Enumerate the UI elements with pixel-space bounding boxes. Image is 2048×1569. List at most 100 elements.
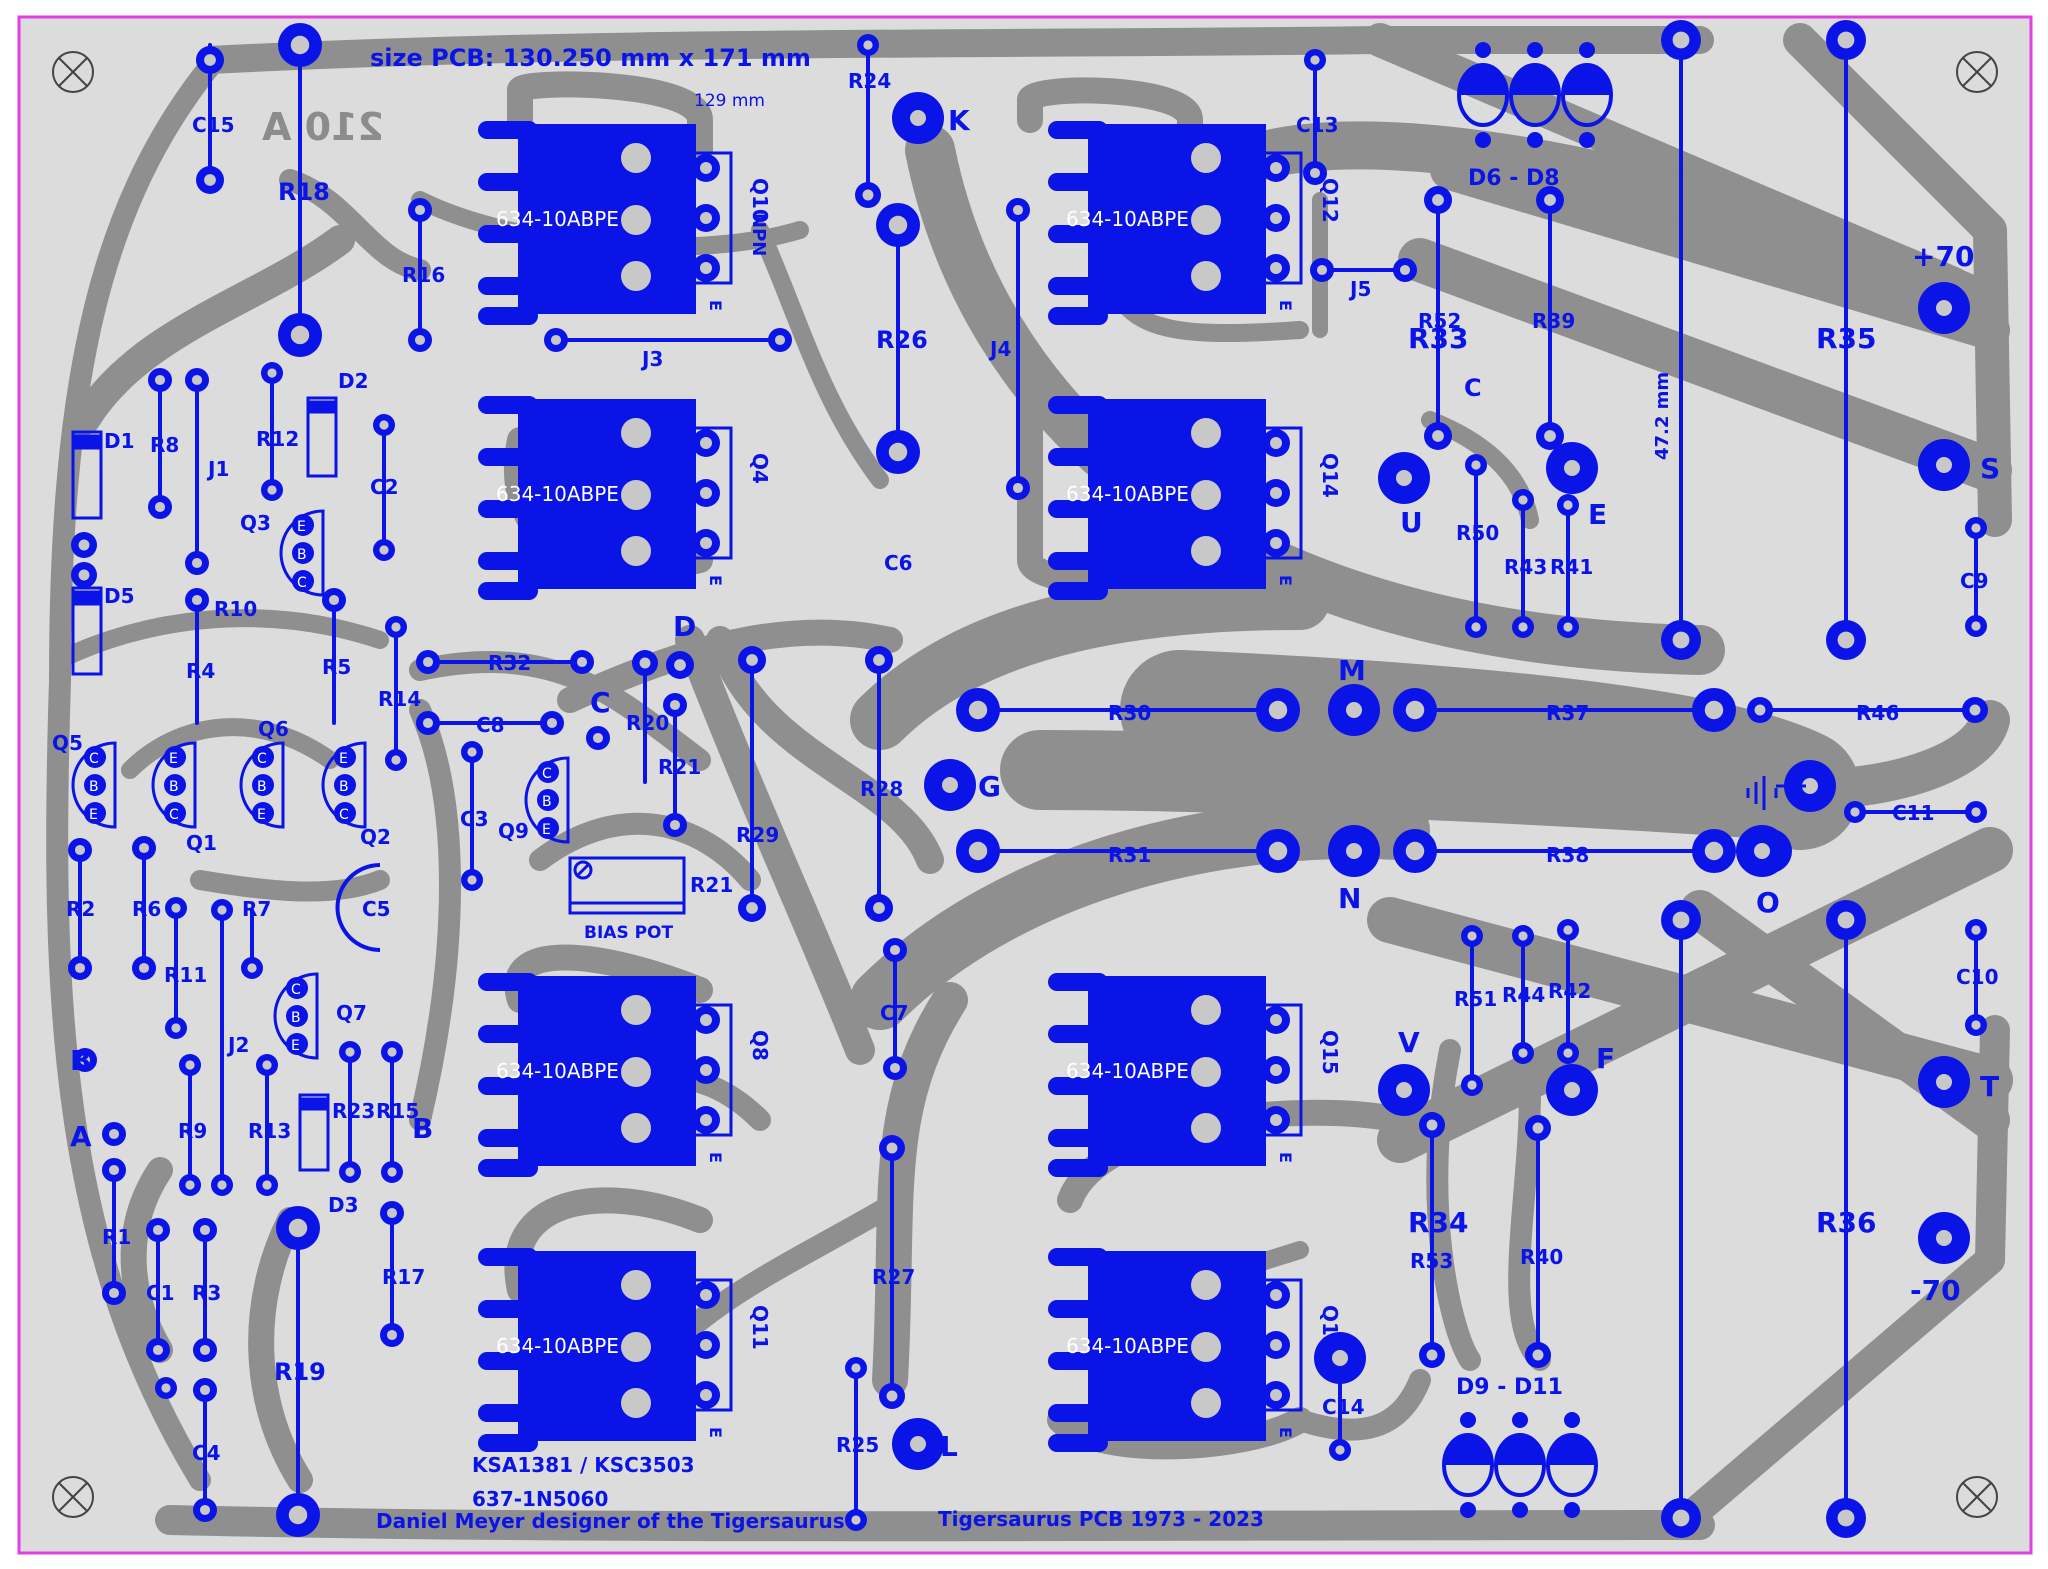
label-r5: R5 bbox=[322, 655, 351, 679]
label-j2: J2 bbox=[226, 1033, 249, 1057]
label-r27: R27 bbox=[872, 1265, 915, 1289]
label-q6: Q6 bbox=[258, 717, 289, 741]
label-c2: C2 bbox=[370, 475, 399, 499]
emitter-pin-label: E bbox=[1276, 575, 1295, 586]
silk-lines bbox=[78, 38, 1978, 1522]
label-r20: R20 bbox=[626, 711, 669, 735]
terminal-d-label: D bbox=[673, 610, 696, 643]
label-j4: J4 bbox=[988, 337, 1011, 361]
heatsink-part-label: 634-10ABPE bbox=[496, 482, 619, 506]
terminal-f-label: F bbox=[1596, 1042, 1615, 1075]
label-r44: R44 bbox=[1502, 983, 1545, 1007]
mounting-hole-bottom-right bbox=[1956, 1476, 1998, 1518]
label-r53: R53 bbox=[1410, 1249, 1453, 1273]
diode-group-d6-d8: D6 - D8 bbox=[1468, 166, 1560, 191]
diode-part-label: 637-1N5060 bbox=[472, 1487, 608, 1511]
label-d1: D1 bbox=[104, 429, 135, 453]
radial-diode bbox=[1494, 1412, 1546, 1518]
label-c9: C9 bbox=[1960, 569, 1989, 593]
radial-diode bbox=[1457, 42, 1509, 148]
heatsink-part-label: 634-10ABPE bbox=[1066, 482, 1189, 506]
terminal-l-label: L bbox=[940, 1430, 958, 1463]
silk-text: size PCB: 130.250 mm x 171 mm 129 mm 47.… bbox=[70, 44, 2000, 1533]
label-r32: R32 bbox=[488, 651, 531, 675]
terminal-v-label: V bbox=[1398, 1026, 1420, 1059]
label-r38: R38 bbox=[1546, 843, 1589, 867]
label-r41: R41 bbox=[1550, 555, 1593, 579]
label-r13: R13 bbox=[248, 1119, 291, 1143]
label-r42: R42 bbox=[1548, 979, 1591, 1003]
transistor-label-q4: Q4 bbox=[748, 453, 772, 484]
label-r26: R26 bbox=[876, 326, 928, 354]
pin-letter: C bbox=[257, 751, 267, 767]
terminal-e-label: E bbox=[1588, 498, 1607, 531]
terminal-plus70-label: +70 bbox=[1912, 240, 1974, 273]
transistor-label-q12: Q12 bbox=[1318, 178, 1342, 223]
terminal-n-label: N bbox=[1338, 882, 1361, 915]
label-r37: R37 bbox=[1546, 701, 1589, 725]
label-r39: R39 bbox=[1532, 309, 1575, 333]
label-r3: R3 bbox=[192, 1281, 221, 1305]
label-r9: R9 bbox=[178, 1119, 207, 1143]
terminal-minus70-label: -70 bbox=[1910, 1274, 1961, 1307]
pin-letter: B bbox=[297, 547, 307, 563]
emitter-pin-label: E bbox=[1276, 1427, 1295, 1438]
terminal-k-label: K bbox=[948, 104, 971, 137]
bias-pot-label: BIAS POT bbox=[584, 923, 674, 943]
terminal-b-label: B bbox=[70, 1044, 91, 1077]
transistor-label-q10: Q10 bbox=[748, 178, 772, 223]
transistor-q2: EBC bbox=[321, 741, 367, 829]
label-r4: R4 bbox=[186, 659, 215, 683]
heatsink-part-label: 634-10ABPE bbox=[1066, 207, 1189, 231]
label-r51: R51 bbox=[1454, 987, 1497, 1011]
transistor-q7: CBE bbox=[273, 972, 319, 1060]
radial-diode bbox=[1509, 42, 1561, 148]
label-r46: R46 bbox=[1856, 701, 1899, 725]
diode-d1 bbox=[71, 430, 103, 520]
transistor-label-q11: Q11 bbox=[748, 1305, 772, 1350]
label-r18: R18 bbox=[278, 178, 330, 206]
resistor-r36-label: R36 bbox=[1816, 1206, 1877, 1239]
label-r23: R23 bbox=[332, 1099, 375, 1123]
label-r30: R30 bbox=[1108, 701, 1151, 725]
terminal-s-label: S bbox=[1980, 452, 2000, 485]
transistor-q9: CBE bbox=[524, 756, 570, 844]
label-r10: R10 bbox=[214, 597, 257, 621]
label-r52: R52 bbox=[1418, 309, 1461, 333]
label-r25: R25 bbox=[836, 1433, 879, 1457]
pin-letter: C bbox=[169, 807, 179, 823]
pin-letter: B bbox=[169, 779, 179, 795]
emitter-pin-label: E bbox=[706, 300, 725, 311]
label-r6: R6 bbox=[132, 897, 161, 921]
label-r21: R21 bbox=[690, 873, 733, 897]
pin-letter: E bbox=[297, 519, 306, 535]
label-r12: R12 bbox=[256, 427, 299, 451]
radial-diode bbox=[1561, 42, 1613, 148]
board-title: Tigersaurus PCB 1973 - 2023 bbox=[938, 1507, 1264, 1531]
pin-letter: E bbox=[89, 807, 98, 823]
label-c5: C5 bbox=[362, 897, 391, 921]
height-dimension: 47.2 mm bbox=[1652, 372, 1673, 460]
label-c10: C10 bbox=[1956, 965, 1999, 989]
label-c14: C14 bbox=[1322, 1395, 1365, 1419]
terminal-m-label: M bbox=[1338, 654, 1366, 687]
pin-letter: B bbox=[542, 794, 552, 810]
resistor-r34-label: R34 bbox=[1408, 1206, 1469, 1239]
resistor-r33-label: R33 bbox=[1408, 322, 1469, 355]
terminal-c-label: C bbox=[590, 686, 611, 719]
pcb-size-text: size PCB: 130.250 mm x 171 mm bbox=[370, 44, 811, 72]
transistor-q1: EBC bbox=[151, 741, 197, 829]
label-j3: J3 bbox=[640, 347, 663, 371]
label-r7: R7 bbox=[242, 897, 271, 921]
pads-group bbox=[68, 20, 1988, 1538]
pin-letter: C bbox=[89, 751, 99, 767]
label-d3: D3 bbox=[328, 1193, 359, 1217]
width-dimension: 129 mm bbox=[694, 91, 765, 111]
